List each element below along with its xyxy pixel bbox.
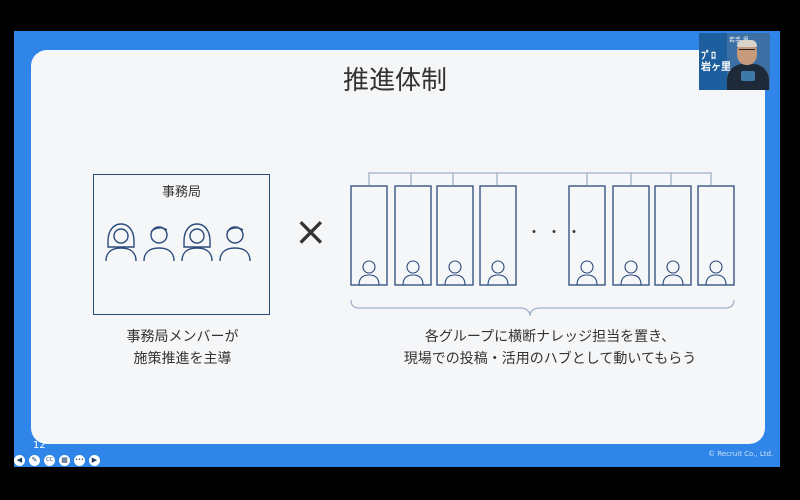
caption-left: 事務局メンバーが 施策推進を主導: [100, 326, 265, 370]
group-column: [436, 185, 474, 286]
copyright: © Recruit Co., Ltd.: [708, 450, 774, 458]
pen-icon[interactable]: ✎: [29, 455, 40, 466]
ellipsis: ・・・: [527, 225, 587, 241]
presenter-shirt-print: [741, 71, 755, 81]
slides-icon[interactable]: ▦: [59, 455, 70, 466]
office-members: [105, 223, 251, 262]
presenter-glasses: [739, 49, 755, 53]
groups-diagram: [350, 172, 735, 317]
group-column: [394, 185, 432, 286]
knowledge-lead-icon: [358, 260, 380, 286]
presentation-frame: [14, 31, 780, 467]
slide-title: 推進体制: [342, 66, 447, 96]
group-column: [697, 185, 735, 286]
caption-left-line1: 事務局メンバーが: [126, 329, 239, 345]
member-woman-icon: [181, 223, 213, 262]
knowledge-lead-icon: [487, 260, 509, 286]
office-label: 事務局: [161, 185, 201, 200]
knowledge-lead-icon: [620, 260, 642, 286]
presenter-head: [737, 41, 757, 65]
knowledge-lead-icon: [444, 260, 466, 286]
member-woman-icon: [105, 223, 137, 262]
office-box: 事務局: [93, 174, 270, 315]
presenter-hair: [737, 40, 757, 47]
group-column: [568, 185, 606, 286]
knowledge-lead-icon: [662, 260, 684, 286]
group-column: [654, 185, 692, 286]
bracket: [350, 299, 735, 317]
arrow-left-icon[interactable]: ◀: [14, 455, 25, 466]
video-logo-line1: ﾌﾟﾛ: [701, 51, 716, 62]
more-icon[interactable]: •••: [74, 455, 85, 466]
caption-right: 各グループに横断ナレッジ担当を置き、 現場での投稿・活用のハブとして動いてもらう: [360, 326, 740, 370]
times-symbol: ×: [294, 209, 328, 255]
caption-left-line2: 施策推進を主導: [133, 351, 232, 367]
video-backdrop: [699, 33, 727, 90]
group-column: [479, 185, 517, 286]
member-man-icon: [143, 226, 175, 262]
page-number: 12: [33, 440, 46, 451]
caption-right-line2: 現場での投稿・活用のハブとして動いてもらう: [403, 351, 697, 367]
slide: [31, 50, 765, 444]
video-logo: ﾌﾟﾛ 岩ヶ里: [701, 51, 731, 73]
group-column: [350, 185, 388, 286]
arrow-right-icon[interactable]: ▶: [89, 455, 100, 466]
member-man-icon: [219, 226, 251, 262]
video-logo-line2: 岩ヶ里: [701, 62, 731, 73]
presenter-video[interactable]: ﾌﾟﾛ 岩ヶ里 若手 里: [699, 33, 770, 90]
caption-right-line1: 各グループに横断ナレッジ担当を置き、: [424, 329, 676, 345]
captions-icon[interactable]: CC: [44, 455, 55, 466]
knowledge-lead-icon: [705, 260, 727, 286]
knowledge-lead-icon: [402, 260, 424, 286]
knowledge-lead-icon: [576, 260, 598, 286]
group-column: [612, 185, 650, 286]
